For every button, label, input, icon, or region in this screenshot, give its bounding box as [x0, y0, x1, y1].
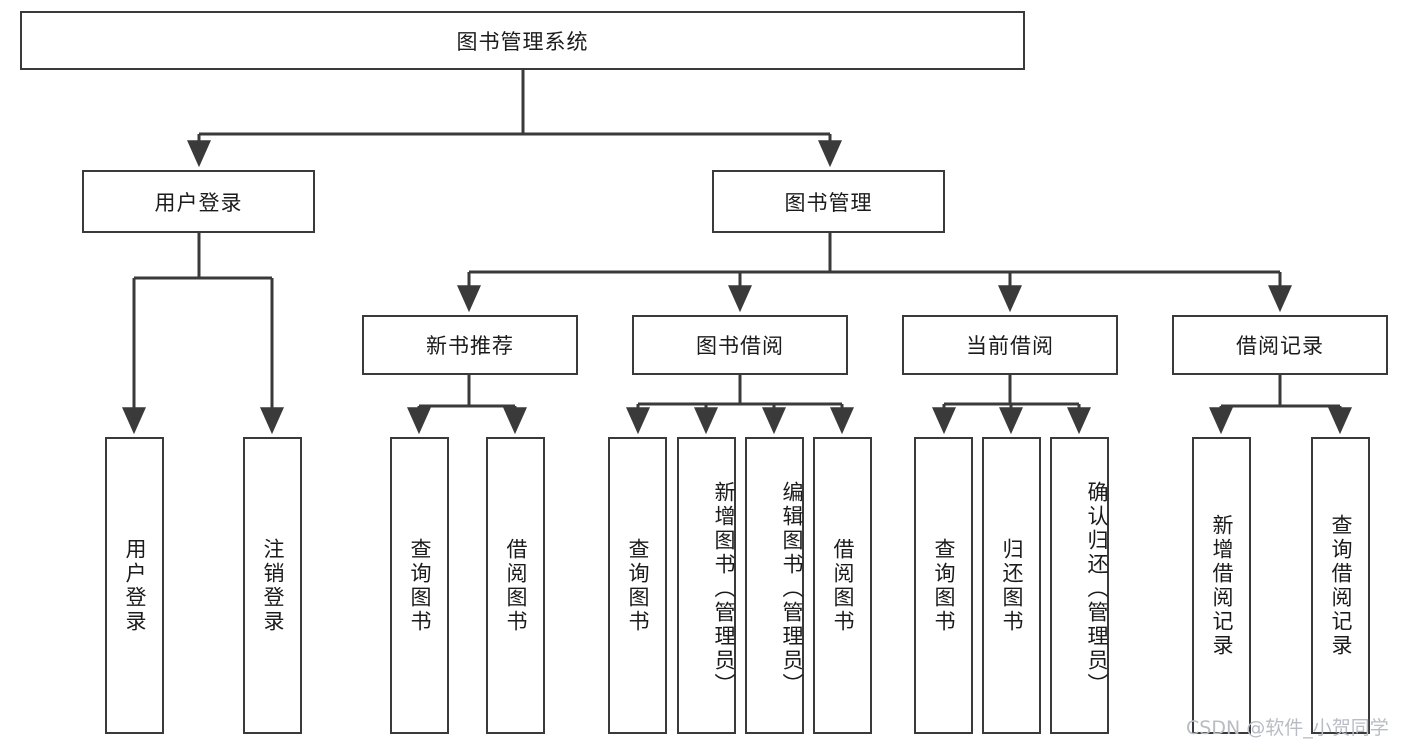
leaf-user-login[interactable]: 用户登录 [105, 437, 164, 734]
node-book-manage[interactable]: 图书管理 [712, 170, 945, 233]
leaf-edit-book-admin[interactable]: 编辑图书（管理员） [745, 437, 804, 734]
leaf-borrow-book-borrow[interactable]: 借阅图书 [813, 437, 872, 734]
leaf-logout-login[interactable]: 注销登录 [243, 437, 302, 734]
node-borrow-record[interactable]: 借阅记录 [1172, 315, 1388, 375]
leaf-add-book-admin[interactable]: 新增图书（管理员） [677, 437, 736, 734]
node-user-login[interactable]: 用户登录 [82, 170, 315, 233]
leaf-add-borrow-record[interactable]: 新增借阅记录 [1192, 437, 1251, 734]
node-current-borrow[interactable]: 当前借阅 [902, 315, 1118, 375]
node-book-borrow[interactable]: 图书借阅 [632, 315, 848, 375]
leaf-confirm-return-admin[interactable]: 确认归还（管理员） [1050, 437, 1109, 734]
leaf-query-book-current[interactable]: 查询图书 [914, 437, 973, 734]
csdn-watermark: CSDN @软件_小贺同学 [1186, 717, 1389, 739]
node-root[interactable]: 图书管理系统 [20, 11, 1025, 70]
leaf-return-book[interactable]: 归还图书 [982, 437, 1041, 734]
leaf-query-borrow-record[interactable]: 查询借阅记录 [1311, 437, 1370, 734]
node-new-book-recommend[interactable]: 新书推荐 [362, 315, 578, 375]
leaf-borrow-book-newbook[interactable]: 借阅图书 [486, 437, 545, 734]
leaf-query-book-borrow[interactable]: 查询图书 [608, 437, 667, 734]
leaf-query-book-newbook[interactable]: 查询图书 [390, 437, 449, 734]
